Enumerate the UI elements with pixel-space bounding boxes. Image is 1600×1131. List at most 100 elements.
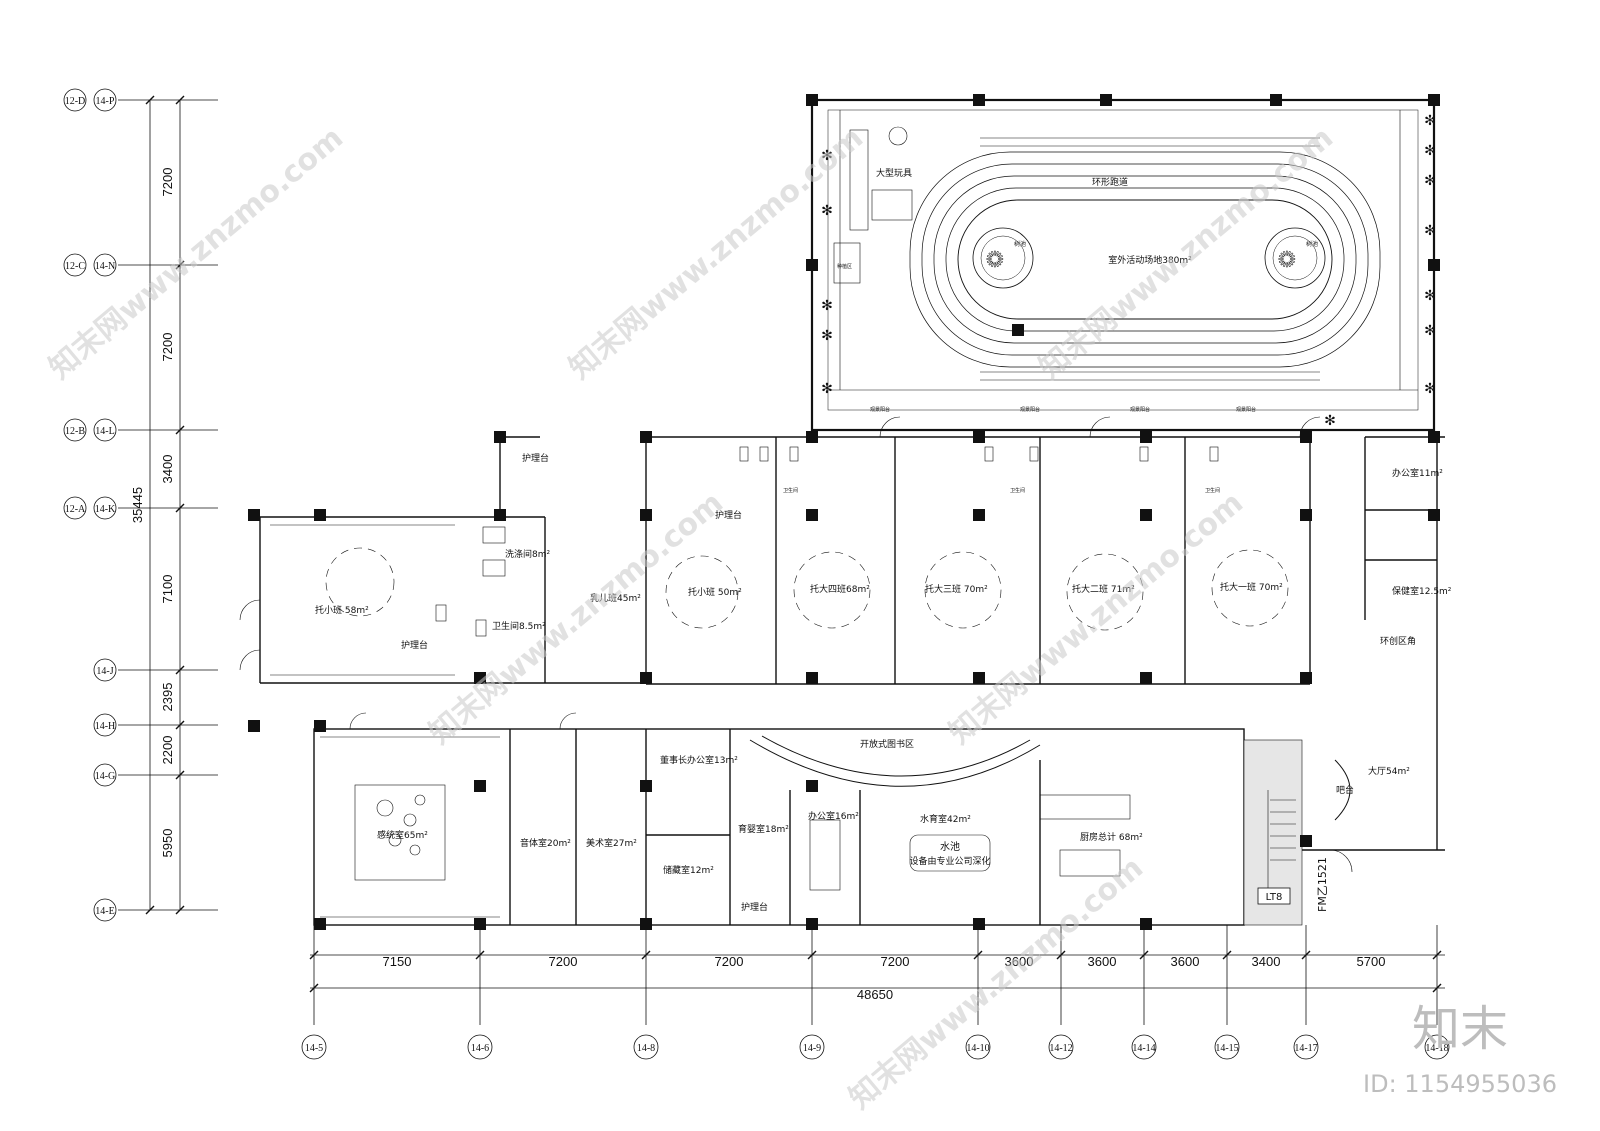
bottom-axis-rail (309, 925, 1445, 1025)
axis-label: 14-P (96, 96, 115, 107)
axis-label: 12-A (65, 504, 86, 515)
svg-text:✻: ✻ (1424, 143, 1436, 159)
room-labels: 护理台 洗涤间8m² 托小班 58m² 护理台 卫生间8.5m² 乳儿班45m²… (315, 406, 1452, 913)
axis-label: 14-12 (1049, 1043, 1072, 1054)
dims-left: 7200 7200 3400 7100 2395 2200 5950 35445 (130, 168, 175, 858)
room-label: 观景阳台 (1236, 406, 1256, 413)
dim-label: 3600 (1171, 954, 1200, 969)
axis-label: 14-N (95, 261, 116, 272)
room-label: 环形跑道 (1092, 176, 1128, 188)
room-label: 音体室20m² (520, 837, 571, 849)
room-label: 洗涤间8m² (505, 548, 550, 560)
dim-label: 7150 (383, 954, 412, 969)
dim-label: 7200 (715, 954, 744, 969)
dim-total: 48650 (857, 987, 893, 1002)
svg-text:✺: ✺ (1278, 248, 1296, 273)
dim-label: 2200 (160, 736, 175, 765)
dim-label: 3400 (1252, 954, 1281, 969)
room-label: 观景阳台 (870, 406, 890, 413)
brand-id: ID: 1154955036 (1363, 1070, 1557, 1098)
room-label: 卫生间8.5m² (492, 620, 546, 632)
columns-building (248, 431, 1440, 930)
room-label: 储藏室12m² (663, 864, 714, 876)
svg-text:✻: ✻ (821, 148, 833, 164)
room-label: 乳儿班45m² (590, 592, 641, 604)
dim-label: 3400 (160, 455, 175, 484)
dim-total: 35445 (130, 487, 145, 523)
room-label: 环创区角 (1380, 635, 1416, 647)
dim-label: 7200 (160, 168, 175, 197)
axis-label: 14-L (95, 426, 114, 437)
room-label: 办公室11m² (1392, 467, 1443, 479)
door-tag: FM乙1521 (1316, 857, 1329, 912)
axis-label: 14-K (95, 504, 116, 515)
room-label: 室外活动场地380m² (1108, 254, 1192, 266)
room-label: 树池 (1014, 240, 1026, 248)
room-label: 感统室65m² (377, 829, 428, 841)
room-label: 办公室16m² (808, 810, 859, 822)
axis-labels-left: 12-D 14-P 12-C 14-N 12-B 14-L 12-A 14-K … (65, 96, 116, 917)
svg-text:✺: ✺ (986, 248, 1004, 273)
brand-watermark: 知末 ID: 1154955036 (1363, 1001, 1557, 1098)
room-label: 托大二班 71m² (1072, 583, 1135, 595)
room-label: 树池 (1306, 240, 1318, 248)
svg-text:✻: ✻ (821, 381, 833, 397)
axis-label: 14-6 (471, 1043, 489, 1054)
axis-label: 14-17 (1294, 1043, 1317, 1054)
court-labels: 大型玩具 环形跑道 室外活动场地380m² 树池 树池 种植区 (837, 167, 1318, 270)
axis-labels-bottom: 14-5 14-6 14-8 14-9 14-10 14-12 14-14 14… (305, 1043, 1449, 1054)
dim-label: 3600 (1088, 954, 1117, 969)
dim-label: 2395 (160, 683, 175, 712)
svg-text:✻: ✻ (1424, 381, 1436, 397)
room-label: 托大四班68m² (810, 583, 870, 595)
axis-label: 14-J (96, 666, 113, 677)
axis-label: 12-D (65, 96, 86, 107)
room-label: 观景阳台 (1130, 406, 1150, 413)
svg-text:✻: ✻ (1424, 113, 1436, 129)
axis-bubbles-left (63, 88, 117, 922)
room-label: 种植区 (837, 263, 852, 270)
room-label: 大型玩具 (876, 167, 912, 179)
svg-text:✻: ✻ (821, 328, 833, 344)
axis-label: 14-8 (637, 1043, 655, 1054)
dim-label: 7200 (160, 333, 175, 362)
columns-court (806, 94, 1440, 336)
axis-label: 14-14 (1132, 1043, 1155, 1054)
dim-label: 3600 (1005, 954, 1034, 969)
room-label: 托小班 58m² (315, 604, 369, 616)
room-label: 开放式图书区 (860, 738, 914, 750)
room-label: 护理台 (741, 901, 768, 913)
room-label: 护理台 (401, 639, 428, 651)
stair-label: LT8 (1266, 892, 1283, 903)
room-label: 卫生间 (783, 487, 798, 494)
room-label: 董事长办公室13m² (660, 754, 738, 766)
room-label: 观景阳台 (1020, 406, 1040, 413)
room-label: 水池 (940, 840, 960, 853)
axis-label: 14-18 (1425, 1043, 1448, 1054)
axis-bubbles-bottom (301, 1034, 1450, 1060)
axis-label: 14-10 (966, 1043, 989, 1054)
room-label: 卫生间 (1010, 487, 1025, 494)
axis-label: 12-C (65, 261, 85, 272)
axis-label: 14-15 (1215, 1043, 1238, 1054)
dim-label: 5950 (160, 829, 175, 858)
room-label: 水育室42m² (920, 813, 971, 825)
room-label: 设备由专业公司深化 (909, 855, 990, 867)
svg-text:✻: ✻ (1424, 223, 1436, 239)
axis-label: 14-5 (305, 1043, 323, 1054)
svg-text:✻: ✻ (1424, 173, 1436, 189)
room-label: 护理台 (715, 509, 742, 521)
room-label: 大厅54m² (1368, 765, 1410, 777)
room-label: 托大三班 70m² (925, 583, 988, 595)
dim-label: 7200 (881, 954, 910, 969)
room-label: 厨房总计 68m² (1080, 831, 1143, 843)
svg-text:✻: ✻ (1424, 323, 1436, 339)
room-label: 托大一班 70m² (1220, 581, 1283, 593)
stair: LT8 FM乙1521 (1257, 857, 1329, 912)
room-label: 育婴室18m² (738, 823, 789, 835)
axis-label: 14-9 (803, 1043, 821, 1054)
svg-text:✻: ✻ (821, 298, 833, 314)
room-label: 卫生间 (1205, 487, 1220, 494)
room-label: 保健室12.5m² (1392, 585, 1452, 597)
